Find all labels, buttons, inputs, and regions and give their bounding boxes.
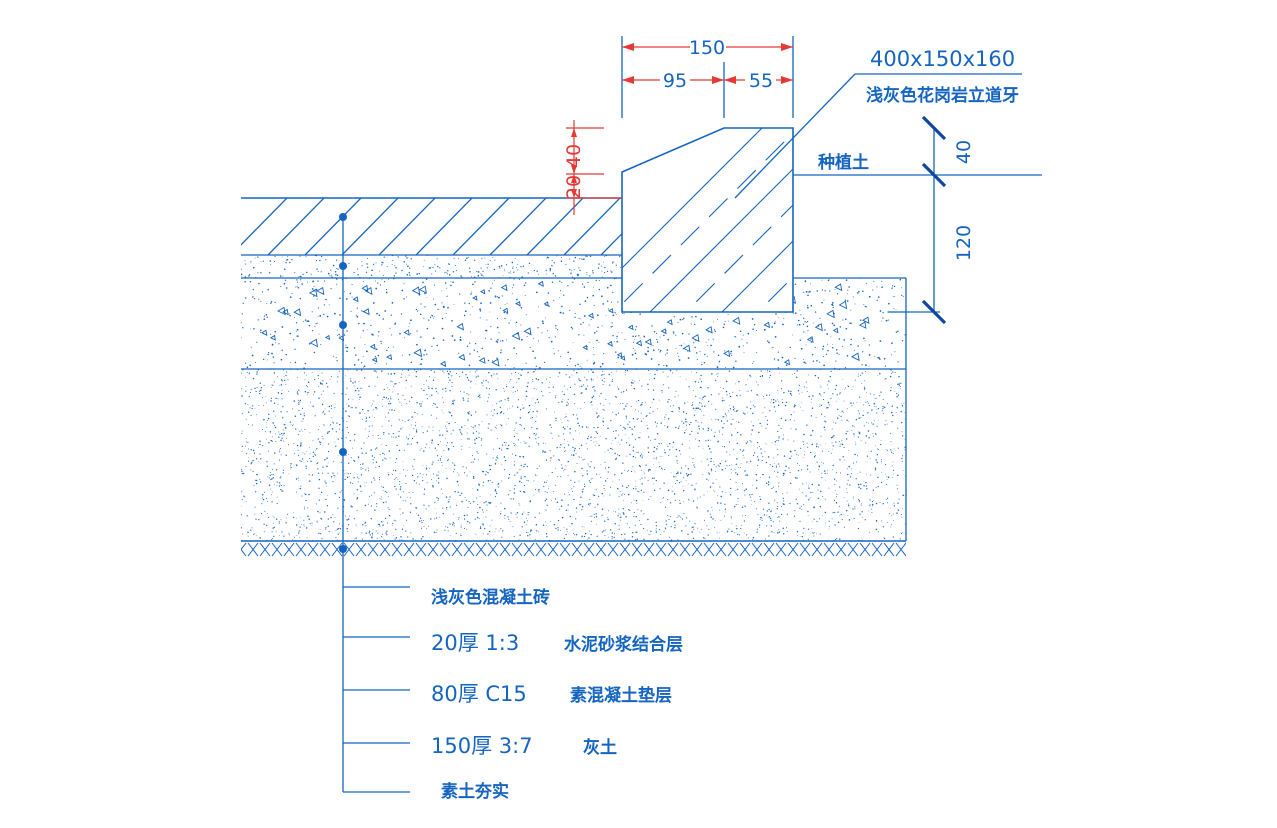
side-dimensions: 40 120	[888, 115, 975, 325]
compacted-ground	[241, 542, 906, 557]
layer-leader	[339, 213, 410, 793]
layer-labels: 浅灰色混凝土砖 20厚 1:3 水泥砂浆结合层 80厚 C15 素混凝土垫层 1…	[431, 587, 683, 802]
dim-150-text: 150	[689, 37, 725, 59]
layer-4-spec: 150厚 3:7	[431, 734, 533, 758]
curb-size-text: 400x150x160	[870, 47, 1015, 71]
layer-1-desc: 浅灰色混凝土砖	[431, 587, 550, 608]
dim-55-text: 55	[749, 70, 773, 92]
lime-soil-layer	[241, 369, 906, 542]
layer-2-desc: 水泥砂浆结合层	[564, 634, 683, 655]
curb-material-text: 浅灰色花岗岩立道牙	[866, 85, 1019, 106]
layer-2-spec: 20厚 1:3	[431, 631, 519, 655]
layer-5-desc: 素土夯实	[441, 781, 509, 802]
top-dimensions: 150 95 55	[621, 36, 794, 118]
red-step-dimensions: 40 20	[563, 120, 622, 215]
dim-95-text: 95	[663, 70, 687, 92]
dim-20-red-text: 20	[563, 175, 585, 199]
dim-120-side-text: 120	[953, 225, 975, 261]
dim-40-red-text: 40	[563, 144, 585, 168]
layer-4-desc: 灰土	[583, 737, 617, 758]
mortar-layer	[241, 255, 622, 279]
planting-soil-text: 种植土	[817, 152, 869, 173]
layer-3-spec: 80厚 C15	[431, 682, 527, 706]
concrete-layer	[241, 277, 907, 541]
paver-layer	[241, 197, 622, 256]
dim-40-side-text: 40	[953, 140, 975, 164]
curb-leader: 400x150x160 浅灰色花岗岩立道牙	[734, 47, 1022, 199]
layer-3-desc: 素混凝土垫层	[570, 685, 672, 706]
curb-stone	[621, 127, 794, 313]
